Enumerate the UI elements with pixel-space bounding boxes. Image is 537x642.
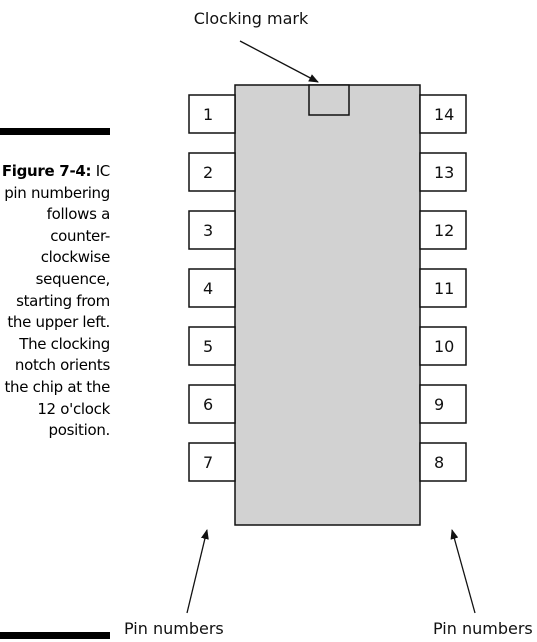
left-pin-box [188,326,236,366]
left-pin-numbers-label: Pin numbers [124,619,224,638]
figure-caption-text: IC pin numbering follows a counter-clock… [4,162,110,440]
right-pin-number: 13 [434,163,454,182]
figure-label: Figure 7-4: [1,162,92,180]
left-pin-number: 2 [203,163,213,182]
left-pin-number: 1 [203,105,213,124]
right-pin-column: 14 13 12 11 10 9 8 [419,94,467,482]
right-pin-number: 12 [434,221,454,240]
right-pin-box [419,384,467,424]
left-pin-box [188,210,236,250]
right-pin-box [419,268,467,308]
left-pin-box [188,152,236,192]
left-pin-number: 6 [203,395,213,414]
figure-caption: Figure 7-4: IC pin numbering follows a c… [0,161,110,442]
right-pin-number: 11 [434,279,454,298]
left-pin-number: 5 [203,337,213,356]
right-pin-number: 9 [434,395,444,414]
left-pin-box [188,384,236,424]
left-pin-numbers-arrow [186,529,209,614]
clocking-mark-arrow [239,40,319,83]
left-pin-number: 4 [203,279,213,298]
left-pin-box [188,94,236,134]
right-pin-numbers-arrow [450,529,476,614]
right-pin-box [419,326,467,366]
left-pin-box [188,268,236,308]
right-pin-box [419,94,467,134]
caption-top-rule [0,128,110,135]
right-pin-number: 10 [434,337,454,356]
left-pin-column: 1 2 3 4 5 6 7 [188,94,236,482]
right-pin-numbers-label: Pin numbers [433,619,533,638]
caption-bottom-rule [0,632,110,639]
clocking-mark-label: Clocking mark [194,9,309,28]
left-pin-number: 7 [203,453,213,472]
right-pin-box [419,152,467,192]
left-pin-box [188,442,236,482]
left-pin-number: 3 [203,221,213,240]
right-pin-box [419,442,467,482]
chip-body [234,84,421,526]
right-pin-number: 14 [434,105,454,124]
clocking-notch [308,84,350,116]
right-pin-number: 8 [434,453,444,472]
right-pin-box [419,210,467,250]
